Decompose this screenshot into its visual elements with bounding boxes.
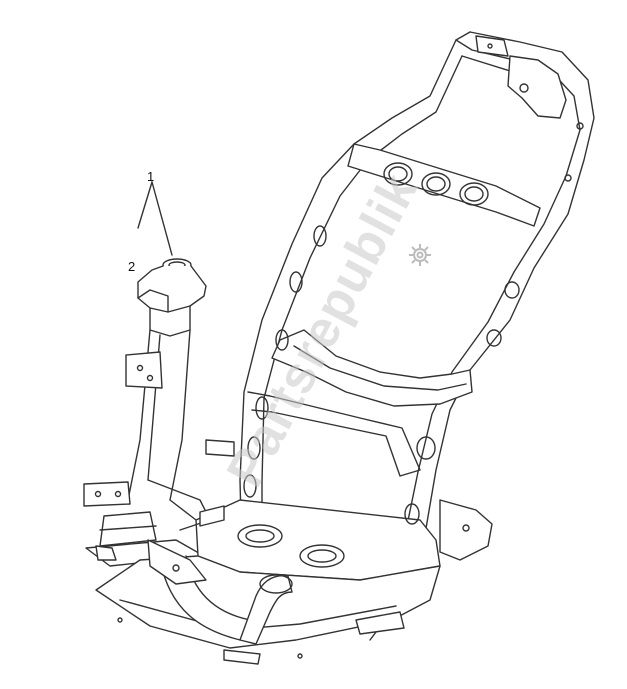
cross-members (95, 143, 541, 649)
steering-head-tube (83, 258, 207, 567)
callout-2: 2 (128, 259, 136, 274)
main-frame (235, 31, 595, 641)
callout-leaders (137, 181, 173, 256)
callout-1: 1 (147, 169, 155, 184)
rail-details (117, 225, 520, 665)
gear-icon (409, 244, 431, 266)
